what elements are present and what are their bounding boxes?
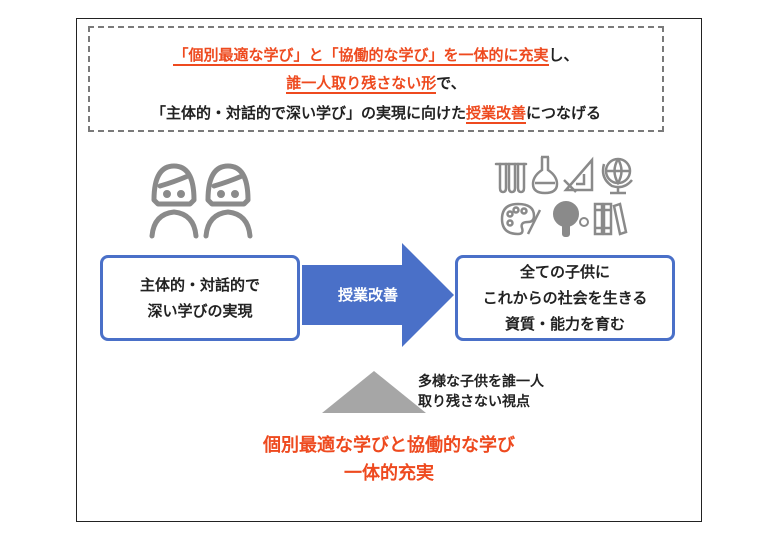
highlight-lesson-improvement: 授業改善 (465, 104, 526, 124)
competency-line-1: 全ての子供に (519, 263, 610, 281)
active-learning-line-1: 主体的・対話的で (139, 276, 260, 294)
flask-icon (531, 155, 559, 195)
ruler-triangle-icon (563, 156, 594, 193)
palette-icon (500, 202, 542, 236)
conclusion-line-1: 個別最適な学びと協働的な学び (263, 435, 515, 456)
summary-line-1: 「個別最適な学び」と「協働的な学び」を一体的に充実し、 (90, 44, 662, 66)
highlight-no-one-left-behind: 誰一人取り残さない形 (286, 74, 437, 94)
competency-line-2: これからの社会を生きる (482, 289, 648, 307)
ping-pong-icon (553, 201, 589, 237)
summary-dashed-box: 「個別最適な学び」と「協働的な学び」を一体的に充実し、 誰一人取り残さない形で、… (88, 26, 664, 132)
summary-line-3-tail: につなげる (526, 104, 602, 122)
perspective-line-2: 取り残さない視点 (418, 394, 530, 410)
highlight-individual-collaborative: 「個別最適な学び」と「協働的な学び」を一体的に充実 (173, 46, 549, 66)
conclusion-text: 個別最適な学びと協働的な学び 一体的充実 (76, 432, 702, 488)
girls-icon (149, 163, 253, 239)
conclusion-line-2: 一体的充実 (344, 463, 434, 484)
summary-line-3-head: 「主体的・対話的で深い学び」の実現に向けた (150, 104, 466, 122)
lesson-improvement-arrow (302, 243, 454, 347)
active-learning-line-2: 深い学びの実現 (147, 302, 253, 320)
test-tubes-icon (494, 162, 528, 194)
summary-line-3: 「主体的・対話的で深い学び」の実現に向けた授業改善につなげる (90, 102, 662, 124)
support-triangle (322, 371, 426, 413)
arrow-label: 授業改善 (337, 286, 398, 304)
perspective-text: 多様な子供を誰一人 取り残さない視点 (418, 372, 544, 412)
books-icon (593, 202, 628, 236)
competency-line-3: 資質・能力を育む (504, 315, 625, 333)
competency-box: 全ての子供に これからの社会を生きる 資質・能力を育む (455, 255, 675, 341)
summary-line-1-tail: し、 (548, 46, 579, 64)
perspective-line-1: 多様な子供を誰一人 (418, 374, 544, 390)
globe-icon (601, 157, 633, 195)
summary-line-2-tail: で、 (436, 74, 466, 92)
summary-line-2: 誰一人取り残さない形で、 (90, 72, 662, 94)
outer-frame (76, 18, 702, 522)
active-learning-box: 主体的・対話的で 深い学びの実現 (100, 255, 300, 341)
